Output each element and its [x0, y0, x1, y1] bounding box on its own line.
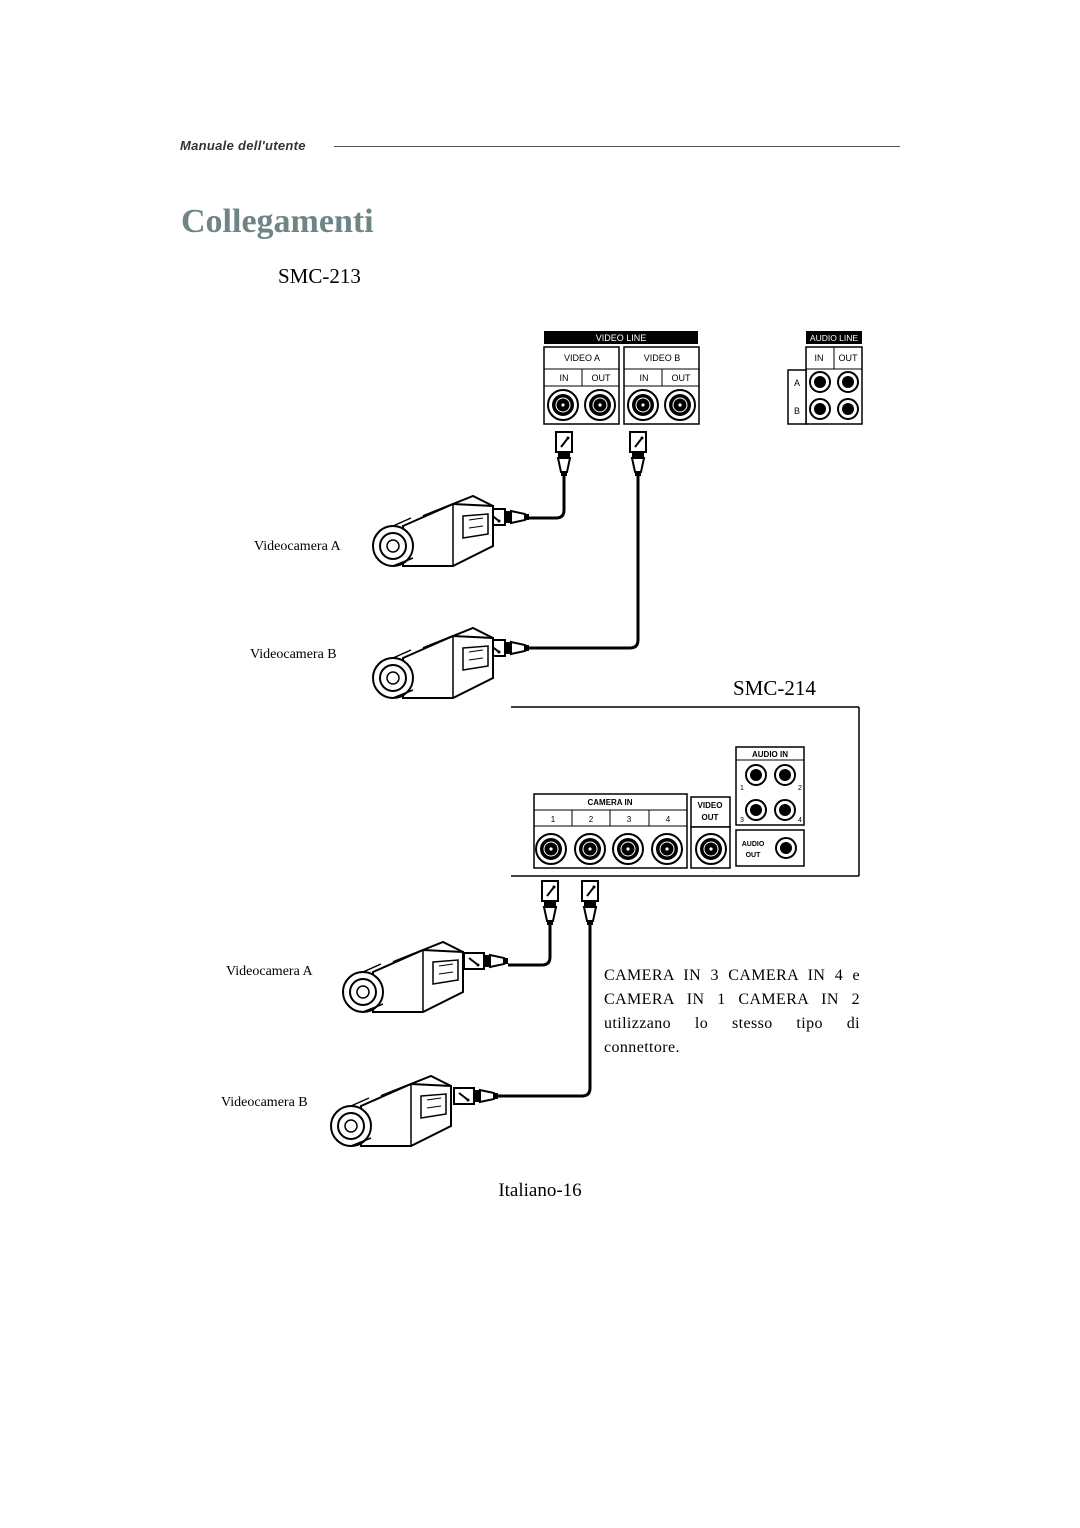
audio-line-label: AUDIO LINE: [810, 333, 859, 343]
smc214-cables: [453, 880, 599, 1105]
plug-camera-b-214: [453, 1087, 499, 1105]
audio-b-out-socket: [837, 398, 859, 420]
camera-in-2-socket: [574, 833, 606, 865]
camera-in-3-socket: [612, 833, 644, 865]
audio-in-port-3-label: 3: [740, 817, 744, 824]
audio-in-port-2-label: 2: [798, 785, 802, 792]
audio-in-4-socket: [774, 799, 796, 821]
video-out-socket: [695, 833, 727, 865]
audio-out-label-1: AUDIO: [742, 841, 765, 848]
smc213-audio-line-panel: AUDIO LINE IN OUT A B: [787, 331, 863, 425]
audio-b-in-socket: [809, 398, 831, 420]
smc213-camera-b: [372, 627, 494, 699]
smc213-video-line-panel: VIDEO LINE VIDEO A VIDEO B IN OUT IN OUT: [543, 331, 700, 425]
video-a-in-socket: [547, 389, 579, 421]
camera-in-port-2-label: 2: [589, 815, 594, 824]
camera-in-4-socket: [651, 833, 683, 865]
smc213-cables: [484, 431, 647, 657]
smc213-camera-a-label: Videocamera A: [254, 539, 341, 554]
video-b-label: VIDEO B: [644, 353, 681, 363]
smc214-rear-panel: CAMERA IN 1 2 3 4 VIDEO OUT AUDIO IN 1 2…: [511, 706, 860, 877]
video-a-in-label: IN: [560, 373, 569, 383]
camera-in-label: CAMERA IN: [587, 798, 632, 807]
audio-row-a-label: A: [794, 378, 800, 388]
smc214-camera-a-label: Videocamera A: [226, 964, 313, 979]
audio-in-label: AUDIO IN: [752, 750, 788, 759]
audio-out-label: OUT: [839, 353, 859, 363]
audio-in-port-4-label: 4: [798, 817, 802, 824]
video-out-label-2: OUT: [702, 813, 719, 822]
video-b-out-socket: [664, 389, 696, 421]
plug-camera-in-1: [541, 880, 559, 926]
smc213-camera-a: [372, 495, 494, 567]
video-a-label: VIDEO A: [564, 353, 600, 363]
audio-in-3-socket: [745, 799, 767, 821]
camera-in-port-4-label: 4: [666, 815, 671, 824]
page-number: Italiano-16: [498, 1180, 582, 1201]
video-b-in-socket: [627, 389, 659, 421]
audio-row-b-label: B: [794, 406, 800, 416]
audio-out-socket: [775, 837, 797, 859]
manual-header-label: Manuale dell'utente: [180, 138, 306, 153]
audio-out-label-2: OUT: [746, 852, 762, 859]
smc213-model-label: SMC-213: [278, 264, 361, 288]
audio-in-2-socket: [774, 764, 796, 786]
audio-in-label: IN: [815, 353, 824, 363]
camera-in-1-socket: [535, 833, 567, 865]
smc213-camera-b-label: Videocamera B: [250, 647, 337, 662]
video-a-out-label: OUT: [592, 373, 612, 383]
smc214-camera-b: [330, 1075, 452, 1147]
video-a-out-socket: [584, 389, 616, 421]
smc214-camera-a: [342, 941, 464, 1013]
smc214-model-label: SMC-214: [733, 676, 816, 700]
video-out-label-1: VIDEO: [698, 801, 723, 810]
video-line-label: VIDEO LINE: [596, 333, 647, 343]
audio-in-1-socket: [745, 764, 767, 786]
smc214-camera-b-label: Videocamera B: [221, 1095, 308, 1110]
header-rule: [334, 146, 900, 147]
audio-a-out-socket: [837, 371, 859, 393]
page-title: Collegamenti: [181, 203, 374, 240]
connector-note: CAMERA IN 3 CAMERA IN 4 e CAMERA IN 1 CA…: [604, 967, 860, 1056]
camera-in-port-1-label: 1: [551, 815, 556, 824]
plug-camera-in-2: [581, 880, 599, 926]
video-b-in-label: IN: [640, 373, 649, 383]
plug-camera-a-214: [463, 952, 509, 970]
camera-in-port-3-label: 3: [627, 815, 632, 824]
plug-video-b-in: [629, 431, 647, 477]
video-b-out-label: OUT: [672, 373, 692, 383]
audio-in-port-1-label: 1: [740, 785, 744, 792]
plug-video-a-in: [555, 431, 573, 477]
audio-a-in-socket: [809, 371, 831, 393]
